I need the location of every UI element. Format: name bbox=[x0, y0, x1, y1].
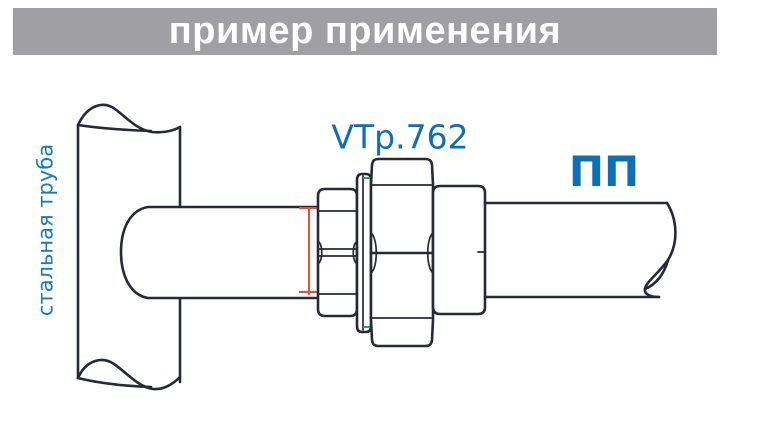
steel-pipe-drawing bbox=[76, 103, 182, 391]
steel-pipe-bottom-break-flap bbox=[76, 376, 153, 389]
collar-drawing bbox=[355, 172, 373, 334]
socket-drawing bbox=[431, 184, 487, 316]
page-title: пример применения bbox=[168, 9, 562, 52]
pp-pipe-drawing bbox=[483, 201, 677, 299]
steel-stub-outline bbox=[119, 205, 320, 300]
tail-nut-drawing bbox=[316, 187, 359, 318]
pp-pipe-break-leaf bbox=[643, 258, 670, 291]
thread-mark bbox=[299, 207, 317, 295]
fitting-model-label: VTp.762 bbox=[331, 117, 469, 157]
tail-nut-left-chamfer-arc bbox=[317, 240, 323, 265]
steel-pipe-top-break-wave bbox=[76, 103, 182, 134]
steel-stub-drawing bbox=[119, 205, 320, 300]
collar-outline bbox=[355, 172, 373, 334]
steel-pipe-top-break-flap bbox=[76, 123, 153, 133]
pp-pipe-break-wave bbox=[643, 201, 677, 299]
steel-pipe-label: стальная труба bbox=[33, 143, 58, 317]
tail-nut-outline bbox=[316, 187, 359, 318]
union-nut-right-chamfer-arc bbox=[426, 232, 434, 274]
pp-pipe-label: ПП bbox=[568, 147, 640, 196]
socket-outline bbox=[431, 184, 487, 316]
steel-pipe-bottom-break-wave bbox=[76, 358, 182, 391]
union-nut-left-chamfer-arc bbox=[370, 232, 378, 274]
union-nut-drawing bbox=[369, 157, 435, 348]
title-banner: пример применения bbox=[13, 8, 717, 55]
